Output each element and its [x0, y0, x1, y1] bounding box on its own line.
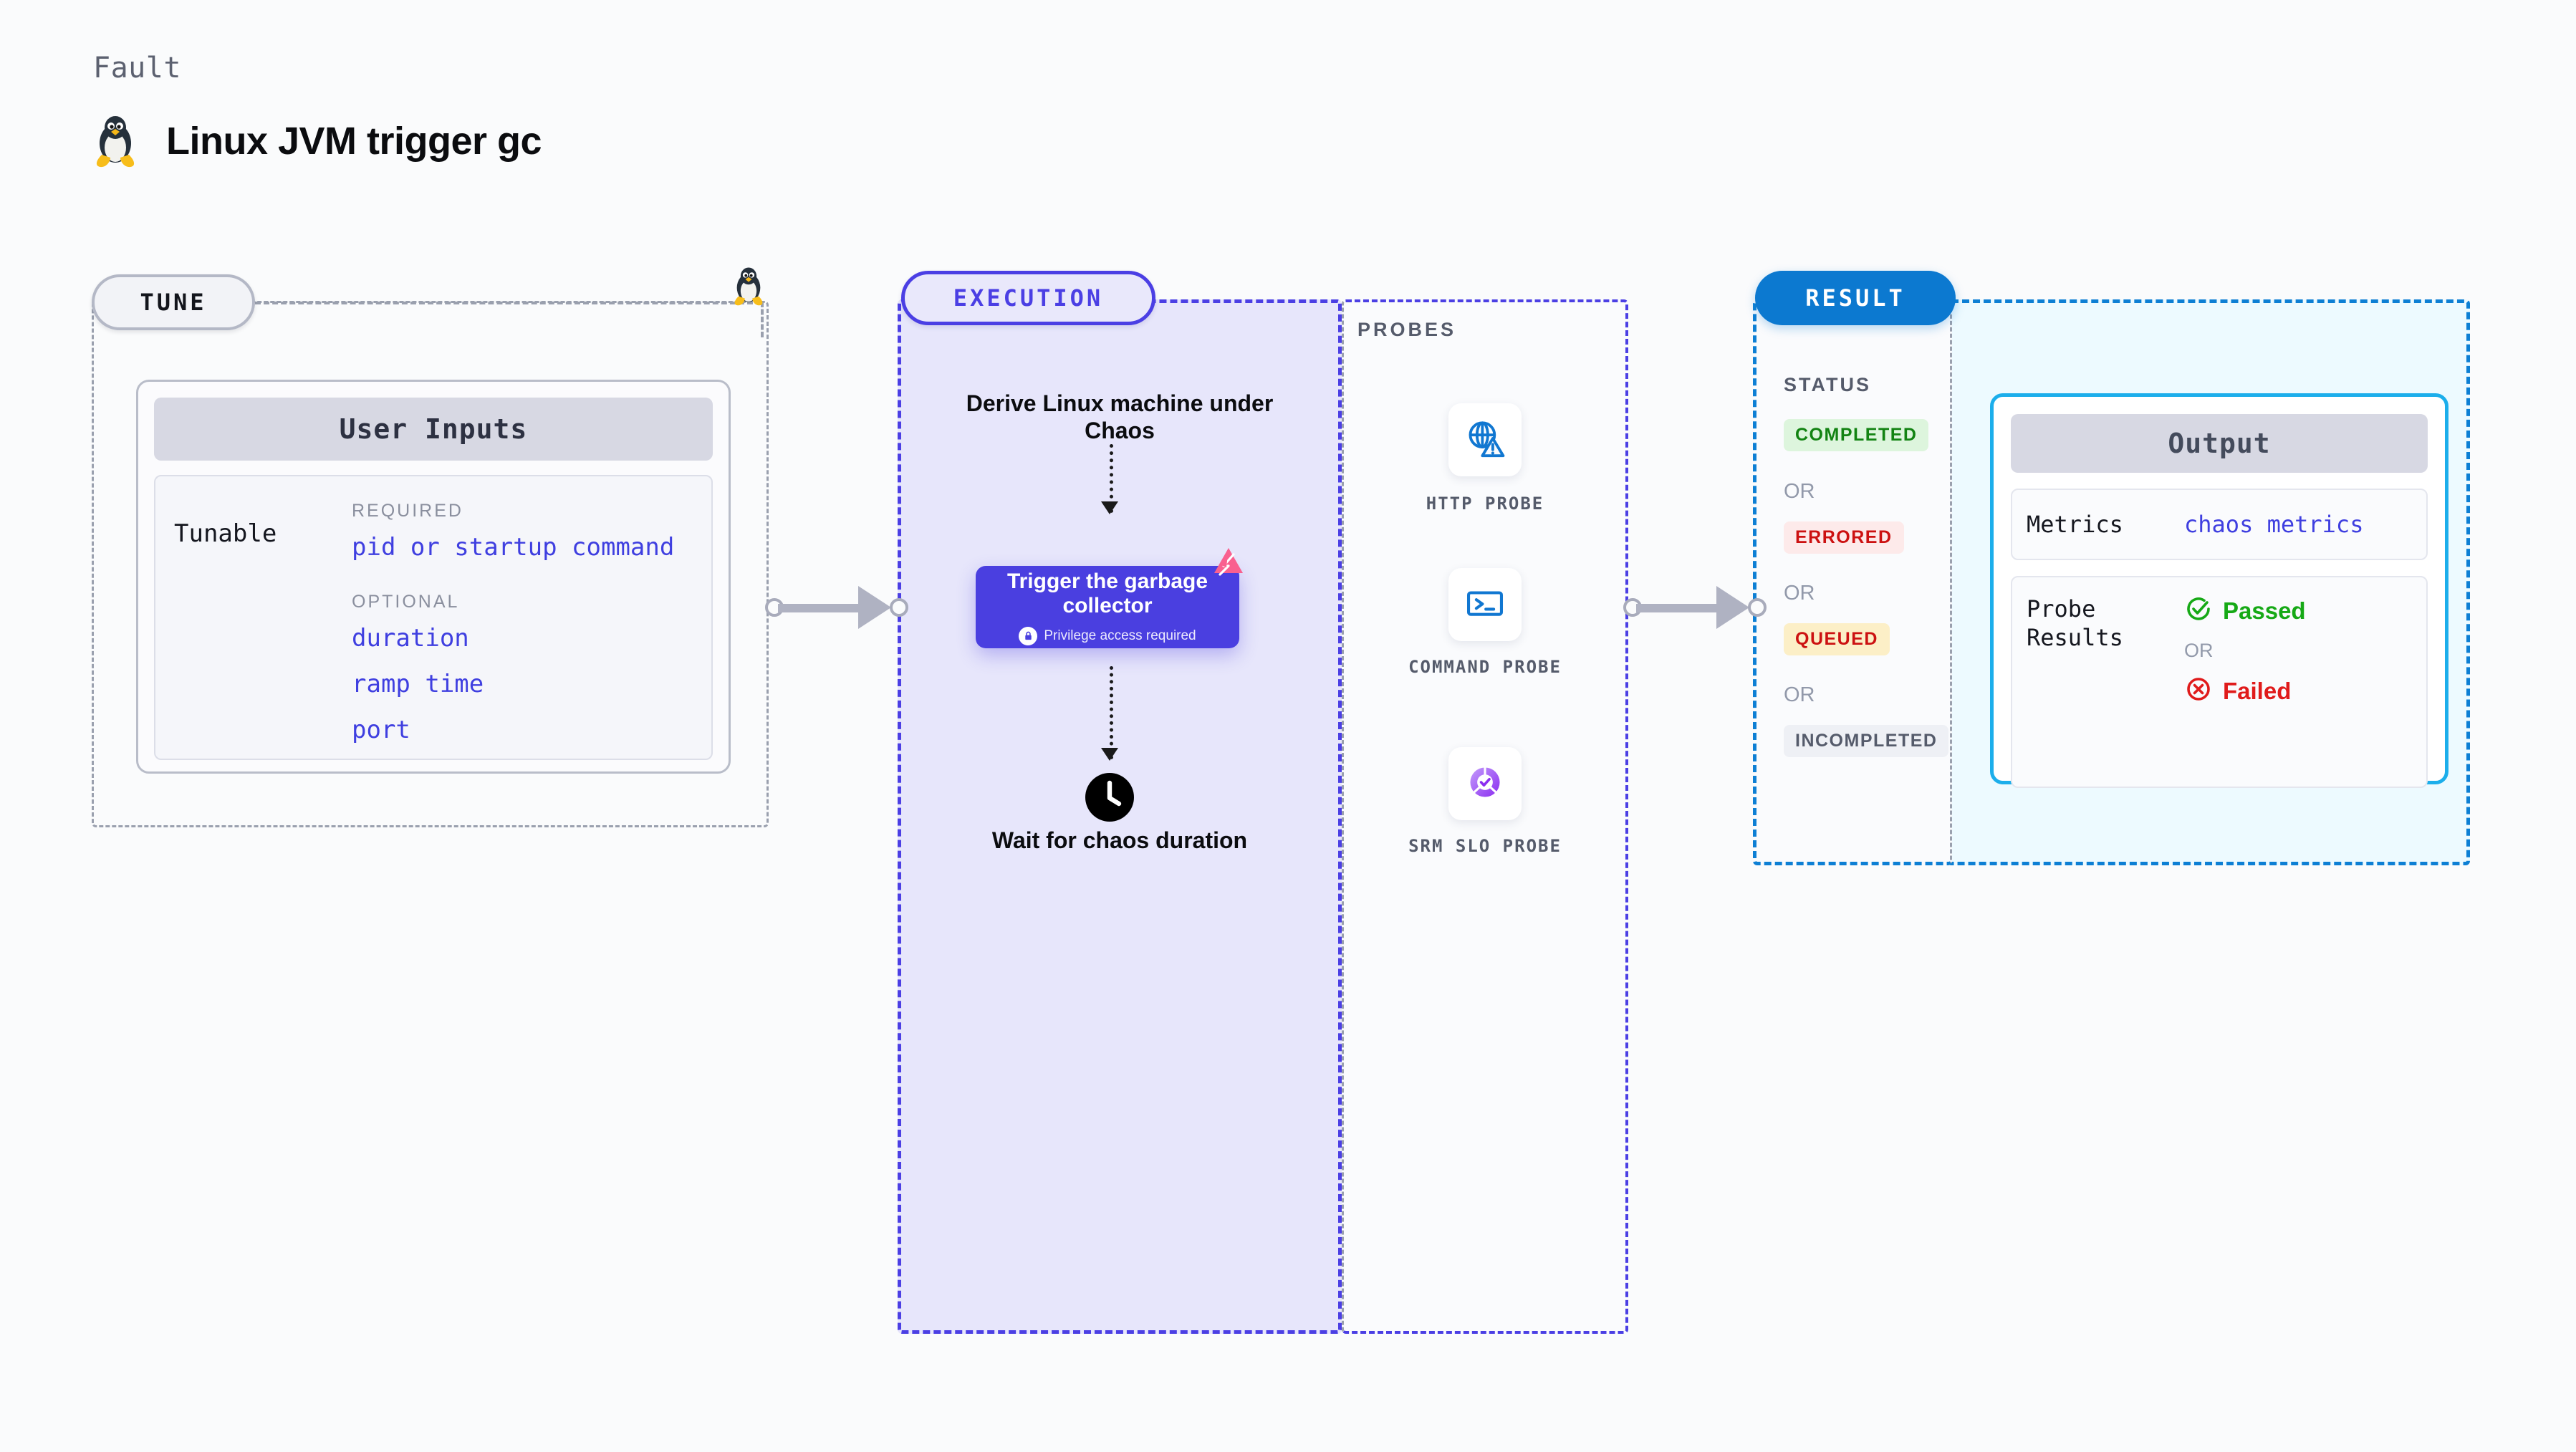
tunable-panel: Tunable REQUIRED pid or startup command …	[154, 475, 713, 760]
tune-badge[interactable]: TUNE	[92, 274, 255, 330]
user-inputs-header: User Inputs	[154, 398, 713, 461]
probe-tile-http[interactable]	[1448, 403, 1522, 476]
output-row-probe-results: Probe Results Passed OR	[2011, 576, 2428, 788]
probe-result-failed-text: Failed	[2223, 677, 2292, 704]
result-status-stage	[1753, 299, 1952, 865]
tunable-optional-item-duration[interactable]: duration	[352, 624, 469, 653]
probe-caption-srm-slo: SRM SLO PROBE	[1408, 836, 1562, 856]
linux-tux-icon	[93, 115, 138, 168]
tunable-optional-item-ramp-time[interactable]: ramp time	[352, 670, 484, 698]
status-badge-incompleted: INCOMPLETED	[1784, 725, 1949, 757]
probes-title: PROBES	[1357, 319, 1457, 340]
user-inputs-card: User Inputs Tunable REQUIRED pid or star…	[136, 380, 731, 774]
connector-probes-to-result	[1623, 586, 1767, 629]
tunable-values: REQUIRED pid or startup command OPTIONAL…	[352, 501, 690, 759]
probe-result-or-label: OR	[2184, 640, 2214, 661]
connector-arrowhead	[1716, 586, 1749, 629]
output-card: Output Metrics chaos metrics Probe Resul…	[1990, 393, 2448, 788]
trigger-gc-title: Trigger the garbage collector	[1006, 569, 1208, 618]
output-row-metrics: Metrics chaos metrics	[2011, 489, 2428, 560]
globe-warning-icon	[1464, 418, 1506, 463]
probe-tile-srm-slo[interactable]	[1448, 747, 1522, 820]
status-or-label: OR	[1784, 480, 1815, 503]
litmus-chaos-mark	[1212, 546, 1245, 582]
connector-shaft	[778, 604, 861, 612]
status-badge-errored: ERRORED	[1784, 521, 1904, 554]
connector-arrowhead	[858, 586, 891, 629]
privilege-note: Privilege access required	[1019, 626, 1196, 645]
x-circle-icon	[2184, 675, 2213, 707]
linux-tux-icon	[732, 266, 765, 309]
tunable-optional-item-port[interactable]: port	[352, 716, 410, 744]
trigger-gc-node[interactable]: Trigger the garbage collector Privilege …	[976, 566, 1239, 648]
page-title: Linux JVM trigger gc	[166, 120, 542, 163]
probe-result-passed: Passed	[2184, 595, 2306, 627]
result-status-stage-border	[1753, 299, 1952, 865]
terminal-prompt-icon	[1464, 582, 1506, 628]
status-or-label: OR	[1784, 683, 1815, 706]
check-circle-icon	[2184, 595, 2213, 627]
status-title: STATUS	[1784, 374, 1871, 395]
connector-end-dot	[1748, 598, 1767, 617]
status-badge-completed: COMPLETED	[1784, 419, 1929, 451]
tune-connector-line-vertical	[761, 302, 764, 337]
output-metrics-key: Metrics	[2027, 511, 2123, 538]
probe-caption-command: COMMAND PROBE	[1408, 657, 1562, 677]
probe-result-failed: Failed	[2184, 675, 2306, 707]
output-header: Output	[2011, 414, 2428, 473]
connector-tune-to-execution	[765, 586, 908, 629]
optional-label: OPTIONAL	[352, 592, 460, 612]
connector-end-dot	[890, 598, 908, 617]
probe-result-passed-text: Passed	[2223, 597, 2306, 624]
execution-badge[interactable]: EXECUTION	[901, 271, 1155, 325]
probe-results-values: Passed OR Failed	[2184, 595, 2306, 707]
tune-connector-line	[255, 302, 753, 304]
result-badge[interactable]: RESULT	[1755, 271, 1956, 325]
privilege-note-text: Privilege access required	[1044, 628, 1196, 643]
probe-tile-command[interactable]	[1448, 568, 1522, 641]
clock-icon	[1083, 771, 1136, 827]
lock-icon	[1019, 626, 1038, 645]
output-metrics-value[interactable]: chaos metrics	[2184, 511, 2364, 538]
tunable-required-item[interactable]: pid or startup command	[352, 533, 675, 562]
derive-step-label: Derive Linux machine under Chaos	[966, 390, 1274, 444]
connector-shaft	[1636, 604, 1719, 612]
tunable-key-label: Tunable	[174, 519, 277, 548]
status-or-label: OR	[1784, 582, 1815, 605]
output-probe-key: Probe Results	[2027, 595, 2123, 651]
status-badge-queued: QUEUED	[1784, 623, 1890, 655]
required-label: REQUIRED	[352, 501, 463, 521]
probe-caption-http: HTTP PROBE	[1426, 494, 1544, 514]
slo-check-icon	[1464, 761, 1506, 807]
wait-step-label: Wait for chaos duration	[991, 827, 1248, 853]
page-kicker: Fault	[93, 52, 181, 85]
page-title-row: Linux JVM trigger gc	[93, 115, 542, 168]
